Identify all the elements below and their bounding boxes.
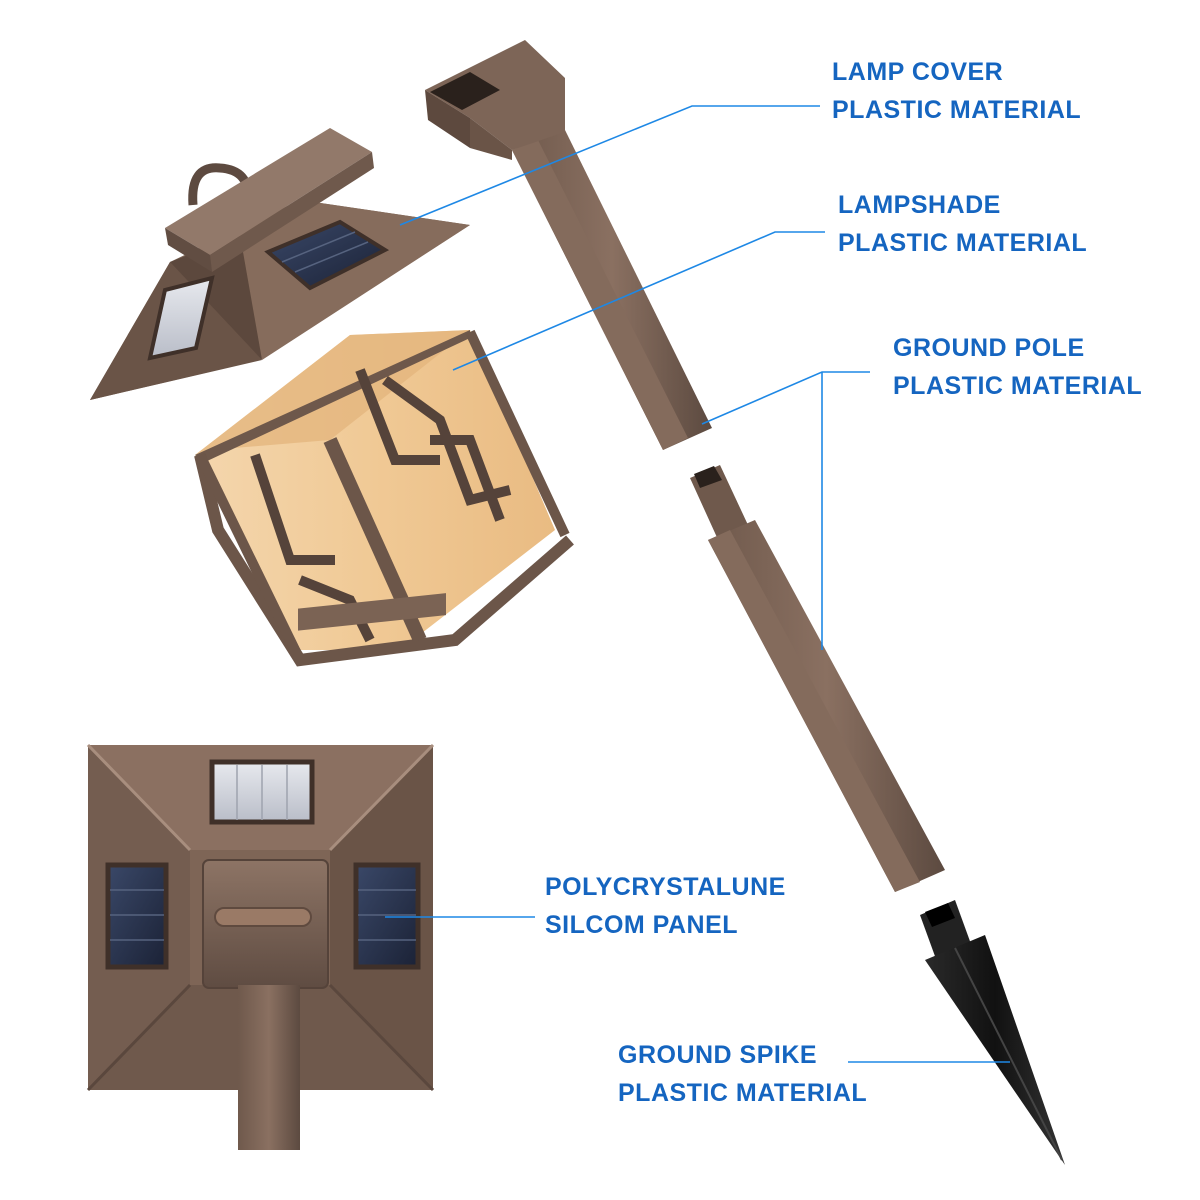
label-lampshade-line1: LAMPSHADE <box>838 191 1001 219</box>
label-lamp-cover-line2: PLASTIC MATERIAL <box>832 96 1082 124</box>
lamp-cover <box>90 128 470 400</box>
top-view-pole-stub <box>238 985 300 1150</box>
label-lamp-cover: LAMP COVER PLASTIC MATERIAL <box>832 57 1081 133</box>
label-ground-pole-line2: PLASTIC MATERIAL <box>893 372 1143 400</box>
label-ground-pole-line1: GROUND POLE <box>893 334 1085 362</box>
label-solar-panel: POLYCRYSTALUNE SILCOM PANEL <box>545 872 786 948</box>
roof-face-front <box>170 235 262 360</box>
label-lampshade-line2: PLASTIC MATERIAL <box>838 229 1088 257</box>
roof-cap-front <box>210 152 374 272</box>
label-ground-spike-line1: GROUND SPIKE <box>618 1041 818 1069</box>
leader-line-ground-pole-upper <box>701 371 870 425</box>
roof-cap-top <box>165 128 372 255</box>
label-solar-panel-line2: SILCOM PANEL <box>545 911 739 939</box>
label-ground-pole: GROUND POLE PLASTIC MATERIAL <box>893 333 1142 409</box>
label-ground-spike: GROUND SPIKE PLASTIC MATERIAL <box>618 1040 867 1116</box>
label-solar-panel-line1: POLYCRYSTALUNE <box>545 873 786 901</box>
top-view-solar-panel-right <box>353 862 421 970</box>
top-view-cover <box>86 743 435 1150</box>
roof-cap-side <box>165 228 212 272</box>
ground-pole-lower <box>690 465 945 892</box>
roof-solar-panel-left <box>147 275 215 361</box>
leader-lines <box>385 105 1010 1063</box>
lampshade-base-rim <box>298 593 446 631</box>
label-lampshade: LAMPSHADE PLASTIC MATERIAL <box>838 190 1087 266</box>
label-ground-spike-line2: PLASTIC MATERIAL <box>618 1079 868 1107</box>
top-view-solar-panel-left <box>105 862 169 970</box>
top-view-handle-icon <box>214 907 312 927</box>
label-lamp-cover-line1: LAMP COVER <box>832 58 1004 86</box>
ground-spike <box>920 900 1065 1165</box>
lampshade <box>194 329 574 667</box>
pole-elbow-head <box>425 40 565 150</box>
ground-pole-upper <box>425 40 712 450</box>
leader-line-lampshade <box>452 231 825 371</box>
leader-line-lamp-cover <box>399 105 820 226</box>
spike-blade <box>925 935 1065 1165</box>
